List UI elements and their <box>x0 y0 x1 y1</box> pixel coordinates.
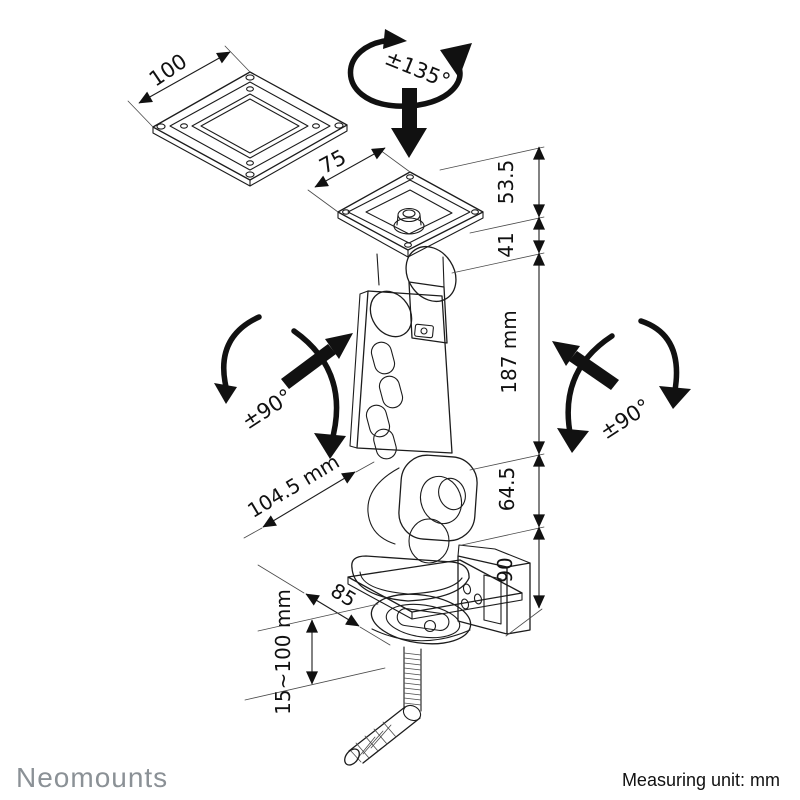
tilt-direction-arrow-icon <box>281 333 353 389</box>
dim-104-5-label: 104.5 mm <box>243 449 343 522</box>
dim-clamp-range: 15~100 mm <box>244 589 386 715</box>
tilt-arc-small-icon <box>221 314 262 394</box>
dim-187-label: 187 mm <box>497 310 521 394</box>
tilt-arc-large-icon <box>291 328 340 447</box>
clamp-screw <box>344 646 422 766</box>
dim-vesa-width: 75 <box>307 145 411 213</box>
tilt-left-label: ±90° <box>238 384 297 434</box>
dim-90-label: 90 <box>493 557 517 582</box>
tilt-arrowhead-icon <box>659 386 691 409</box>
tilt-arc-large-icon <box>565 333 615 441</box>
dim-15-100-label: 15~100 mm <box>271 589 295 715</box>
dimension-chain-right: 53.5 41 187 mm 64.5 90 <box>439 146 545 637</box>
vesa-100-plate <box>152 71 348 187</box>
measuring-unit-note: Measuring unit: mm <box>621 770 780 790</box>
dim-100-label: 100 <box>145 49 192 91</box>
rotation-135-indicator: ±135° <box>347 29 472 158</box>
dim-41-label: 41 <box>494 232 518 257</box>
tilt-arc-small-icon <box>638 318 680 399</box>
tilt-arrowhead-icon <box>314 433 346 459</box>
tilt-direction-arrow-icon <box>552 341 619 390</box>
tilt-arrowhead-icon <box>557 428 589 453</box>
dim-64-5-label: 64.5 <box>495 467 519 512</box>
pivot-assembly <box>351 454 478 602</box>
rotation-arrow-icon <box>347 37 463 109</box>
dim-plate-width: 100 <box>127 45 251 128</box>
dim-53-5-label: 53.5 <box>494 160 518 205</box>
clamp-crank-handle <box>344 706 421 766</box>
clamp-bracket <box>457 544 531 635</box>
mount-column <box>349 290 453 460</box>
rotation-arrowhead-ccw-icon <box>440 43 472 78</box>
dim-75-label: 75 <box>315 145 350 179</box>
desk-clamp <box>344 544 531 766</box>
dim-arm-depth: 104.5 mm <box>243 449 375 539</box>
tilt-right-label: ±90° <box>596 394 655 444</box>
dim-85-label: 85 <box>327 578 361 612</box>
tilt-right-indicator: ±90° <box>552 318 691 453</box>
ball-joint-upper <box>369 245 457 344</box>
mount-bolt-knob <box>393 207 425 235</box>
rotation-arrowhead-cw-icon <box>383 29 407 49</box>
tilt-left-indicator: ±90° <box>214 314 353 459</box>
vesa-75-plate <box>337 171 484 258</box>
brand-logo: Neomounts <box>16 762 169 793</box>
down-arrow-icon <box>391 88 427 158</box>
clamp-pad <box>370 593 472 645</box>
tilt-arrowhead-icon <box>214 383 237 404</box>
